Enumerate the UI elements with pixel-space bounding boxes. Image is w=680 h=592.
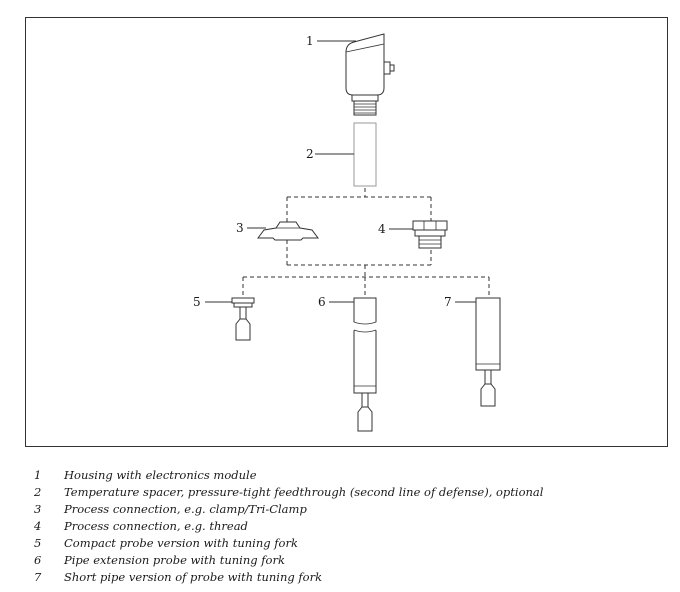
legend-item: 4 Process connection, e.g. thread: [34, 518, 543, 535]
diagram-frame: [25, 17, 668, 447]
callout-2: 2: [306, 147, 314, 161]
legend-text: Process connection, e.g. thread: [64, 519, 248, 533]
lower-connector-lines: [242, 276, 490, 296]
legend-item: 7 Short pipe version of probe with tunin…: [34, 569, 543, 586]
callout-7: 7: [444, 295, 452, 309]
legend-number: 3: [34, 502, 42, 516]
callout-4: 4: [378, 222, 386, 236]
threaded-process-connection: [412, 220, 448, 249]
legend-number: 1: [34, 468, 42, 482]
short-pipe-probe: [475, 297, 501, 407]
legend-number: 7: [34, 570, 42, 584]
legend-number: 2: [34, 485, 42, 499]
legend-text: Compact probe version with tuning fork: [64, 536, 298, 550]
legend-text: Short pipe version of probe with tuning …: [64, 570, 323, 584]
compact-probe: [231, 297, 255, 341]
legend-text: Temperature spacer, pressure-tight feedt…: [64, 485, 544, 499]
legend-text: Pipe extension probe with tuning fork: [64, 553, 285, 567]
legend-list: 1 Housing with electronics module 2 Temp…: [34, 467, 543, 586]
callout-3: 3: [236, 221, 244, 235]
callout-5: 5: [193, 295, 201, 309]
callout-1: 1: [306, 34, 314, 48]
upper-connector-lines: [286, 188, 432, 277]
legend-number: 4: [34, 519, 42, 533]
legend-item: 6 Pipe extension probe with tuning fork: [34, 552, 543, 569]
legend-item: 5 Compact probe version with tuning fork: [34, 535, 543, 552]
clamp-process-connection: [257, 221, 319, 241]
legend-item: 3 Process connection, e.g. clamp/Tri-Cla…: [34, 501, 543, 518]
temperature-spacer: [353, 122, 377, 187]
callout-6: 6: [318, 295, 326, 309]
legend-number: 5: [34, 536, 42, 550]
legend-number: 6: [34, 553, 42, 567]
legend-item: 2 Temperature spacer, pressure-tight fee…: [34, 484, 543, 501]
housing-electronics-module: [345, 33, 395, 116]
legend-text: Housing with electronics module: [64, 468, 257, 482]
exploded-assembly-diagram: 1 2 3 4: [193, 33, 501, 432]
legend-text: Process connection, e.g. clamp/Tri-Clamp: [64, 502, 307, 516]
legend-item: 1 Housing with electronics module: [34, 467, 543, 484]
pipe-extension-probe: [353, 297, 377, 432]
